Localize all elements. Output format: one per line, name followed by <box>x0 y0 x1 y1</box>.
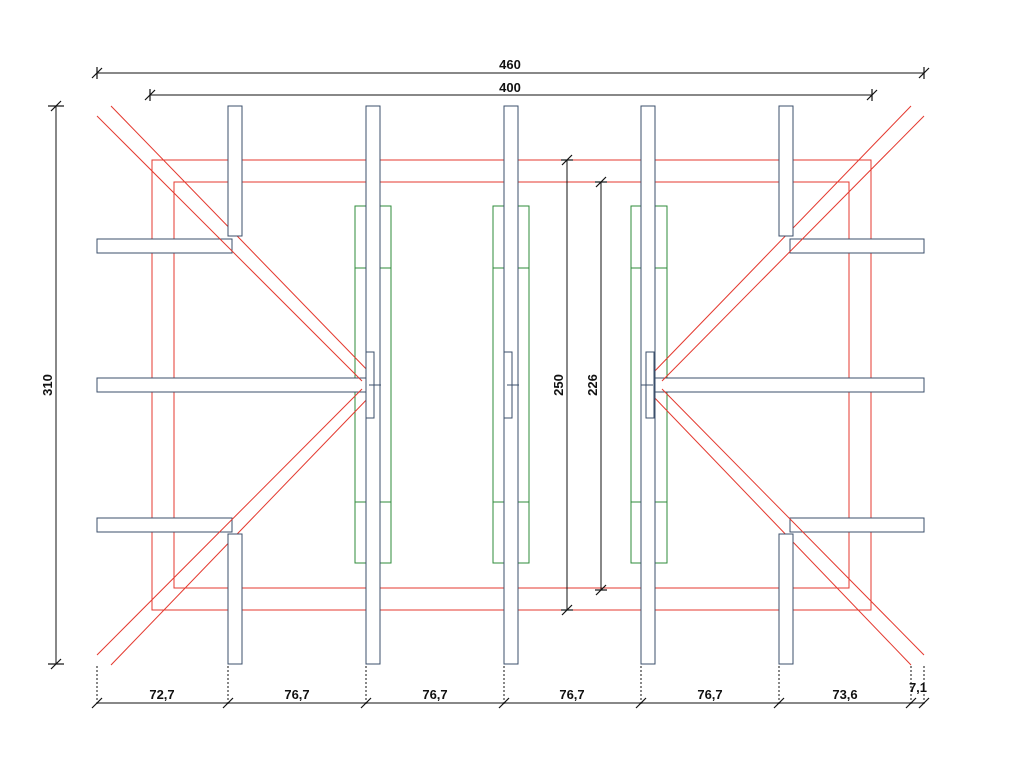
beam-left-middle <box>96 377 370 393</box>
beam-left-top <box>96 238 233 254</box>
beam-right-bottom <box>789 517 925 533</box>
dimension-overall-width: 460 <box>91 57 930 79</box>
hip-rafter-top-left <box>96 105 374 382</box>
dimension-span-inner: 226 <box>585 176 607 596</box>
beam-left-bottom <box>96 517 233 533</box>
dimension-inner-width-label: 400 <box>499 80 521 95</box>
dimension-segment-1: 72,7 <box>149 687 174 702</box>
hip-rafter-top-right <box>649 105 925 382</box>
dimension-segment-4: 76,7 <box>559 687 584 702</box>
rafter-5-bottom <box>778 533 794 665</box>
dimension-inner-width: 400 <box>144 80 878 101</box>
dimension-bottom-chain: 72,7 76,7 76,7 76,7 76,7 73,6 7,1 <box>91 680 930 709</box>
dimension-overall-height-label: 310 <box>40 374 55 396</box>
ridge-connectors <box>365 351 655 419</box>
dimension-overall-height: 310 <box>40 100 64 670</box>
dimension-span-outer-label: 250 <box>551 374 566 396</box>
rafter-1-bottom <box>227 533 243 665</box>
dimension-span-inner-label: 226 <box>585 374 600 396</box>
dimension-segment-5: 76,7 <box>697 687 722 702</box>
bottom-extension-lines <box>96 666 925 706</box>
dimension-segment-2: 76,7 <box>284 687 309 702</box>
hip-rafters <box>96 105 925 666</box>
dimension-span-outer: 250 <box>551 154 573 616</box>
rafter-5-top <box>778 105 794 237</box>
hip-rafter-bottom-right <box>649 388 925 666</box>
dimension-overall-width-label: 460 <box>499 57 521 72</box>
dimension-segment-6: 73,6 <box>832 687 857 702</box>
rafter-1-top <box>227 105 243 237</box>
horizontal-beams <box>96 238 925 533</box>
dimension-segment-3: 76,7 <box>422 687 447 702</box>
dimension-overhang-label: 7,1 <box>909 680 927 695</box>
hip-rafter-bottom-left <box>96 388 374 666</box>
beam-right-middle <box>653 377 925 393</box>
beam-right-top <box>789 238 925 254</box>
